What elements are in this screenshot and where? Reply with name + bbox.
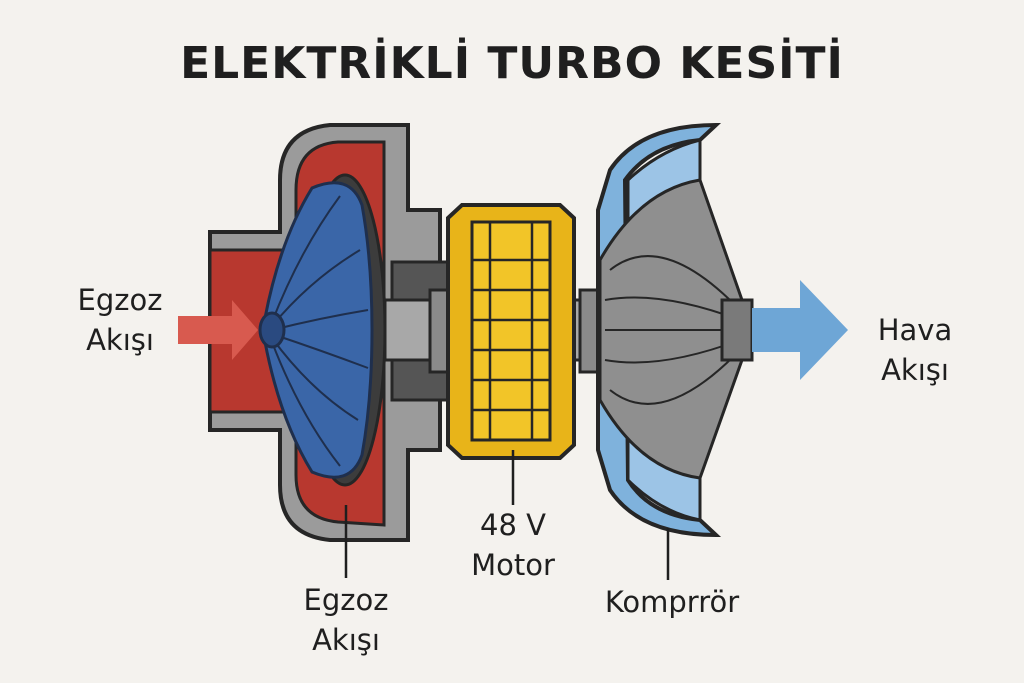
motor-stator (470, 220, 552, 442)
right-flow-label: Hava Akışı (850, 310, 980, 390)
compressor-label: Komprrör (604, 585, 740, 619)
turbine-label-line2: Akışı (312, 623, 380, 657)
air-outlet-arrow-icon (752, 280, 848, 380)
turbine-label: Egzoz Akışı (286, 580, 406, 660)
turbine-wheel (263, 181, 374, 479)
exhaust-inlet-arrow-icon (178, 300, 258, 360)
turbine-hub (258, 311, 286, 349)
left-flow-label-line1: Egzoz (77, 283, 163, 317)
motor-label: 48 V Motor (448, 505, 578, 585)
motor-label-line1: 48 V (480, 508, 546, 542)
turbine-label-line1: Egzoz (303, 583, 389, 617)
motor-label-line2: Motor (471, 548, 555, 582)
page-title: ELEKTRİKLİ TURBO KESİTİ (180, 38, 844, 89)
right-flow-label-line2: Akışı (881, 353, 949, 387)
right-flow-label-line1: Hava (877, 313, 953, 347)
left-flow-label: Egzoz Akışı (60, 280, 180, 360)
left-flow-label-line2: Akışı (86, 323, 154, 357)
